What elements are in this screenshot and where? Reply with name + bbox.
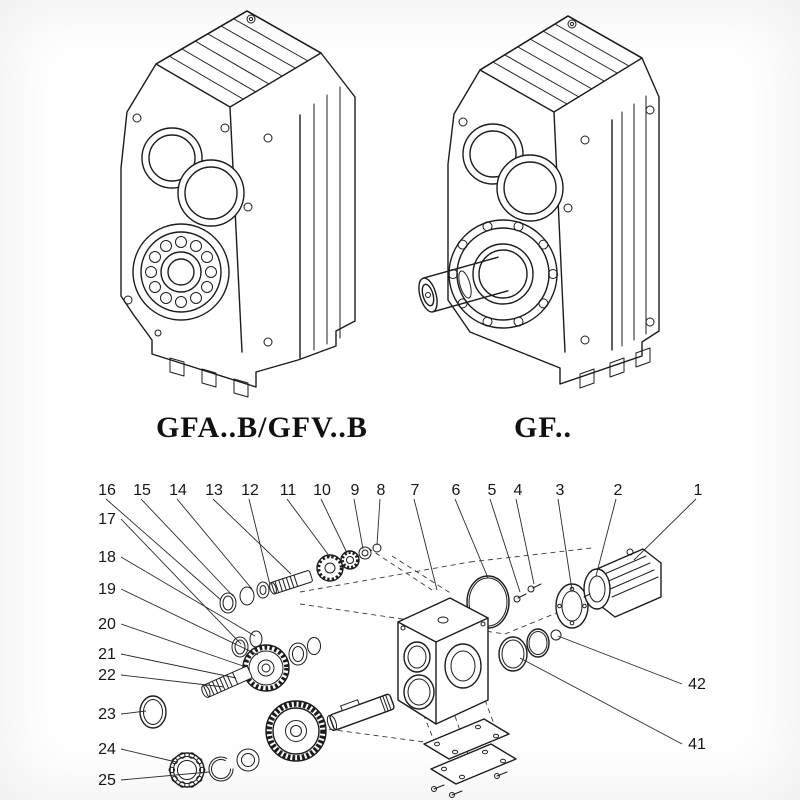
input-bores-left — [141, 127, 245, 227]
gearbox-drawing-left — [120, 10, 356, 398]
callout-number: 4 — [514, 482, 523, 499]
gearbox-drawing-right — [418, 15, 660, 389]
motor-adapter — [583, 548, 662, 618]
callout-number: 13 — [205, 482, 223, 499]
callout-number: 11 — [280, 482, 297, 499]
intermediate-pinion-shaft — [201, 665, 253, 698]
callout-number: 3 — [556, 482, 565, 499]
gear-output-large — [265, 700, 327, 762]
callout-numbers-left: 17 18 19 20 21 22 23 24 25 — [98, 511, 116, 789]
callout-number: 6 — [452, 482, 461, 499]
callout-number: 20 — [98, 616, 116, 633]
model-label-right: GF.. — [514, 411, 572, 444]
callout-number: 15 — [133, 482, 151, 499]
callout-numbers-right: 42 41 — [688, 676, 706, 753]
callout-number: 18 — [98, 549, 116, 566]
ball-bearing — [168, 752, 206, 788]
callout-number: 23 — [98, 706, 116, 723]
snap-ring — [208, 756, 234, 782]
gear-small-1 — [316, 554, 344, 582]
callout-number: 24 — [98, 741, 116, 758]
output-shaft-cluster — [168, 693, 395, 788]
pinion-shaft — [269, 570, 313, 595]
callout-number: 1 — [694, 482, 703, 499]
callout-number: 10 — [313, 482, 331, 499]
callout-numbers-top: 16 15 14 13 12 11 10 9 8 7 6 5 4 3 2 1 — [98, 482, 702, 499]
gear-small-2 — [340, 550, 360, 570]
output-bearing-left — [132, 223, 230, 321]
callout-number: 14 — [169, 482, 187, 499]
callout-number: 22 — [98, 667, 116, 684]
callout-number: 21 — [98, 646, 116, 663]
model-label-left: GFA..B/GFV..B — [156, 411, 368, 444]
output-shaft-part — [326, 693, 395, 732]
bearing-rings-right — [498, 628, 562, 672]
output-flange — [448, 219, 558, 329]
leader-lines — [105, 498, 697, 781]
input-bores-right — [462, 123, 564, 222]
callout-number: 25 — [98, 772, 116, 789]
callout-number: 12 — [241, 482, 259, 499]
callout-number: 7 — [411, 482, 420, 499]
callout-number: 42 — [688, 676, 706, 693]
callout-number: 16 — [98, 482, 116, 499]
callout-number: 9 — [351, 482, 360, 499]
cover-plates — [423, 718, 517, 798]
callout-number: 8 — [377, 482, 386, 499]
callout-number: 19 — [98, 581, 116, 598]
exploded-parts-diagram: 16 15 14 13 12 11 10 9 8 7 6 5 4 3 2 1 1… — [98, 482, 706, 798]
callout-number: 41 — [688, 736, 706, 753]
callout-number: 17 — [98, 511, 116, 528]
gearbox-housing — [397, 597, 489, 725]
output-shaft — [418, 256, 509, 313]
input-shaft-parts — [219, 543, 382, 614]
callout-number: 2 — [614, 482, 623, 499]
coupling-flange — [555, 583, 589, 629]
fastener-screws — [513, 583, 542, 603]
gear-intermediate — [242, 644, 290, 692]
intermediate-gear-cluster — [139, 630, 321, 729]
callout-number: 5 — [488, 482, 497, 499]
